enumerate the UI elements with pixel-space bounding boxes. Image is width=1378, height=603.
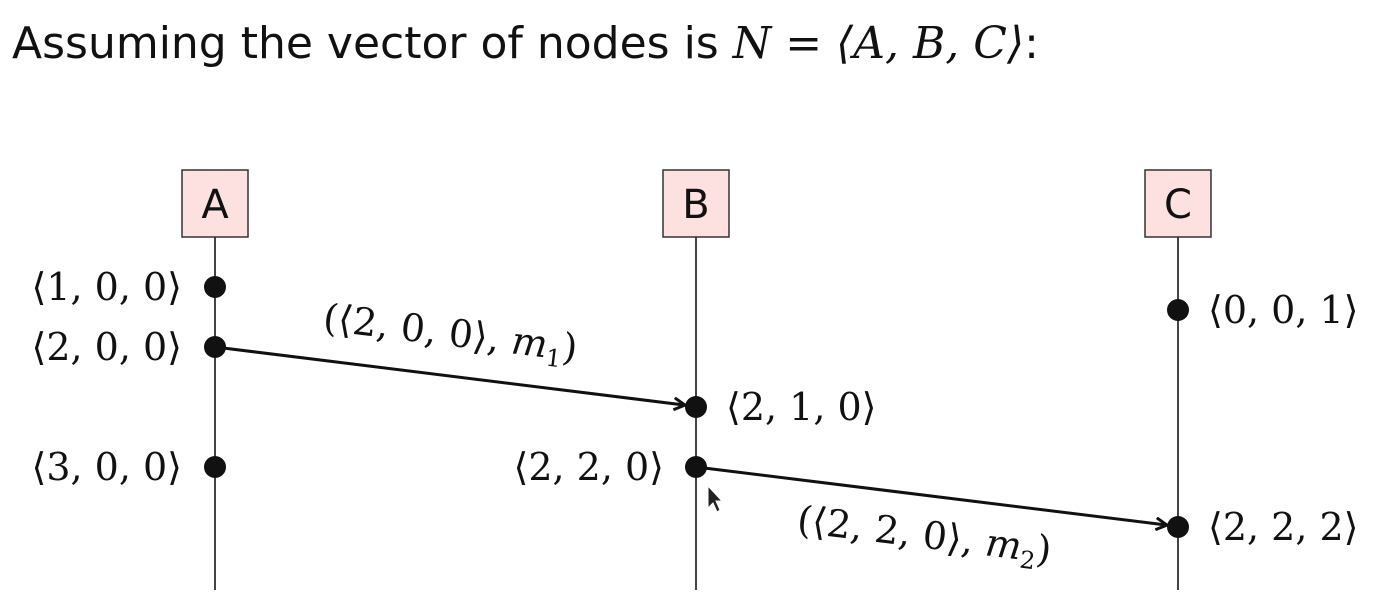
event-b-1-label: ⟨2, 1, 0⟩ bbox=[726, 385, 877, 429]
event-b-1: ⟨2, 1, 0⟩ bbox=[685, 385, 877, 429]
event-c-1-label: ⟨0, 0, 1⟩ bbox=[1208, 288, 1359, 332]
event-c-2: ⟨2, 2, 2⟩ bbox=[1167, 505, 1359, 549]
node-a: A bbox=[181, 169, 249, 238]
message-m2-name: m bbox=[983, 520, 1024, 568]
node-b-label: B bbox=[682, 182, 709, 228]
node-c: C bbox=[1144, 169, 1212, 238]
heading-math: N = ⟨A, B, C⟩ bbox=[732, 18, 1025, 69]
node-c-label: C bbox=[1164, 182, 1192, 228]
message-m2-vector: ⟨2, 2, 0⟩ bbox=[810, 499, 965, 561]
message-label-m2: (⟨2, 2, 0⟩, m2) bbox=[794, 497, 1054, 577]
message-arrow-m2 bbox=[695, 465, 1166, 525]
event-c-1: ⟨0, 0, 1⟩ bbox=[1167, 288, 1359, 332]
message-m1-vector: ⟨2, 0, 0⟩ bbox=[336, 297, 491, 359]
message-m1-name: m bbox=[509, 318, 550, 366]
message-arrow-m1 bbox=[214, 345, 684, 405]
message-m1-sub: 1 bbox=[544, 344, 563, 374]
event-a-1-label: ⟨1, 0, 0⟩ bbox=[32, 265, 183, 309]
event-b-2: ⟨2, 2, 0⟩ bbox=[514, 445, 707, 489]
event-c-2-label: ⟨2, 2, 2⟩ bbox=[1208, 505, 1359, 549]
event-a-1: ⟨1, 0, 0⟩ bbox=[32, 265, 226, 309]
heading-suffix: : bbox=[1024, 18, 1039, 69]
event-a-3-label: ⟨3, 0, 0⟩ bbox=[32, 445, 183, 489]
mouse-cursor-icon bbox=[707, 484, 724, 513]
event-b-2-label: ⟨2, 2, 0⟩ bbox=[514, 445, 665, 489]
node-b: B bbox=[662, 169, 730, 238]
diagram-heading: Assuming the vector of nodes is N = ⟨A, … bbox=[12, 14, 1039, 74]
message-label-m1: (⟨2, 0, 0⟩, m1) bbox=[320, 295, 580, 375]
event-a-2: ⟨2, 0, 0⟩ bbox=[32, 325, 226, 369]
message-m2-sub: 2 bbox=[1018, 546, 1037, 576]
event-a-3: ⟨3, 0, 0⟩ bbox=[32, 445, 226, 489]
heading-text: Assuming the vector of nodes is bbox=[12, 18, 733, 69]
event-a-2-label: ⟨2, 0, 0⟩ bbox=[32, 325, 183, 369]
node-a-label: A bbox=[201, 182, 229, 228]
